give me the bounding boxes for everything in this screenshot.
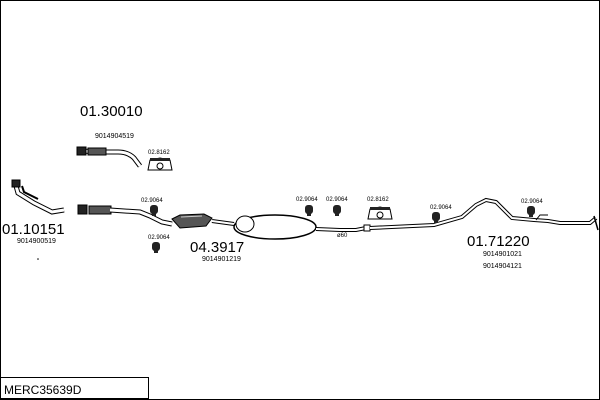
clip-e-icon: [333, 205, 341, 216]
marker-dot: [37, 258, 39, 260]
front-pipe-part-number: 01.10151: [2, 221, 65, 238]
clip-g-icon: [432, 212, 440, 223]
repair-pipe-drawing: [76, 146, 142, 168]
clip-b-icon: [150, 205, 158, 216]
repair-pipe-part-number: 01.30010: [80, 103, 143, 120]
clip-g-label: 02.9064: [430, 205, 452, 211]
clip-h-label: 02.9064: [521, 199, 543, 205]
clip-b-label: 02.9064: [141, 198, 163, 204]
diameter-note: ø60: [337, 233, 348, 239]
clip-c-label: 02.9064: [148, 235, 170, 241]
clip-h-icon: [527, 206, 535, 217]
clip-c-icon: [152, 242, 160, 253]
rear-silencer-oem-1: 9014901021: [483, 251, 522, 258]
clip-a-icon: [147, 157, 173, 171]
kit-code: MERC35639D: [4, 383, 82, 397]
rear-silencer-oem-2: 9014904121: [483, 263, 522, 270]
clip-f-label: 02.8162: [367, 197, 389, 203]
main-line-drawing: [77, 197, 599, 240]
repair-pipe-oem: 9014904519: [95, 133, 134, 140]
clip-d-icon: [305, 205, 313, 216]
front-pipe-oem: 9014900519: [17, 238, 56, 245]
front-pipe-drawing: [11, 179, 65, 215]
clip-a-label: 02.8162: [148, 150, 170, 156]
centre-silencer-part-number: 04.3917: [190, 239, 245, 256]
clip-f-icon: [367, 206, 393, 220]
clip-d-label: 02.9064: [296, 197, 318, 203]
kit-code-box: MERC35639D: [0, 377, 149, 399]
rear-silencer-part-number: 01.71220: [467, 233, 530, 250]
centre-silencer-oem: 9014901219: [202, 256, 241, 263]
clip-e-label: 02.9064: [326, 197, 348, 203]
